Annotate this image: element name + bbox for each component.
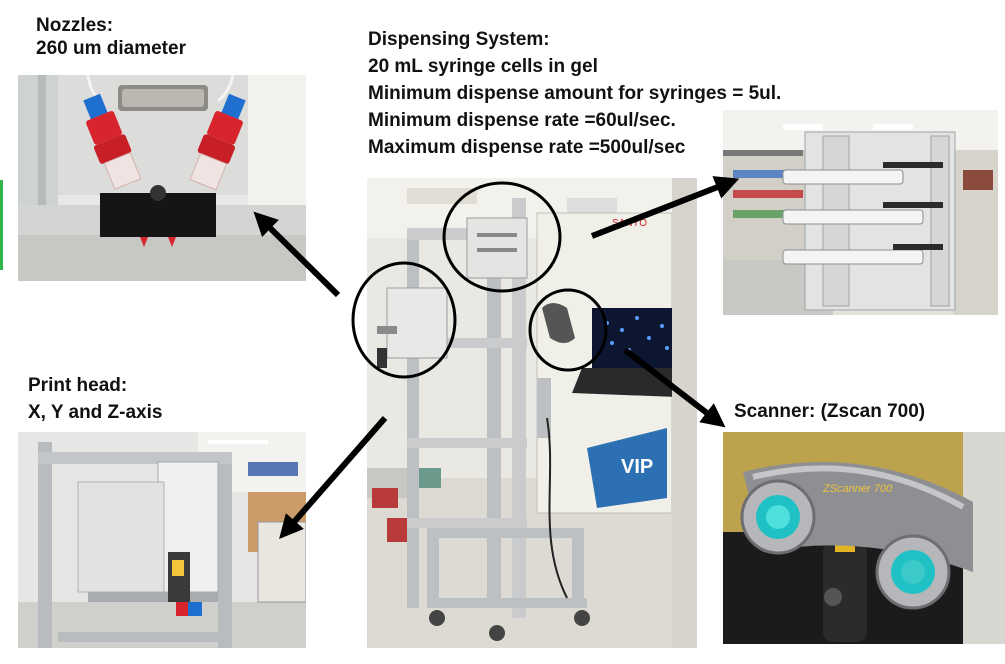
- freezer-brand-text: SANYO: [612, 218, 647, 229]
- dispensing-title: Dispensing System:: [368, 29, 550, 50]
- nozzles-detail: 260 um diameter: [36, 38, 186, 59]
- scanner-photo: ZScanner 700: [723, 432, 1005, 644]
- dispensing-line-4: Maximum dispense rate =500ul/sec: [368, 137, 686, 158]
- edge-marker: [0, 180, 3, 270]
- scanner-title: Scanner: (Zscan 700): [734, 401, 926, 422]
- center-photo: SANYO VIP: [367, 178, 697, 648]
- print-head-label: Print head: X, Y and Z-axis: [28, 372, 162, 426]
- print-head-photo: [18, 432, 306, 648]
- dispensing-photo: [723, 110, 998, 315]
- dispensing-line-1: 20 mL syringe cells in gel: [368, 56, 598, 77]
- dispensing-line-2: Minimum dispense amount for syringes = 5…: [368, 83, 782, 104]
- dispensing-label: Dispensing System: 20 mL syringe cells i…: [368, 26, 781, 161]
- freezer-model-text: VIP: [621, 456, 653, 478]
- print-head-detail: X, Y and Z-axis: [28, 402, 163, 423]
- dispensing-line-3: Minimum dispense rate =60ul/sec.: [368, 110, 676, 131]
- nozzles-label: Nozzles: 260 um diameter: [36, 14, 186, 60]
- nozzles-title: Nozzles:: [36, 15, 114, 36]
- scanner-device-text: ZScanner 700: [822, 483, 893, 495]
- nozzles-photo: [18, 75, 306, 281]
- scanner-label: Scanner: (Zscan 700): [734, 400, 925, 423]
- print-head-title: Print head:: [28, 375, 128, 396]
